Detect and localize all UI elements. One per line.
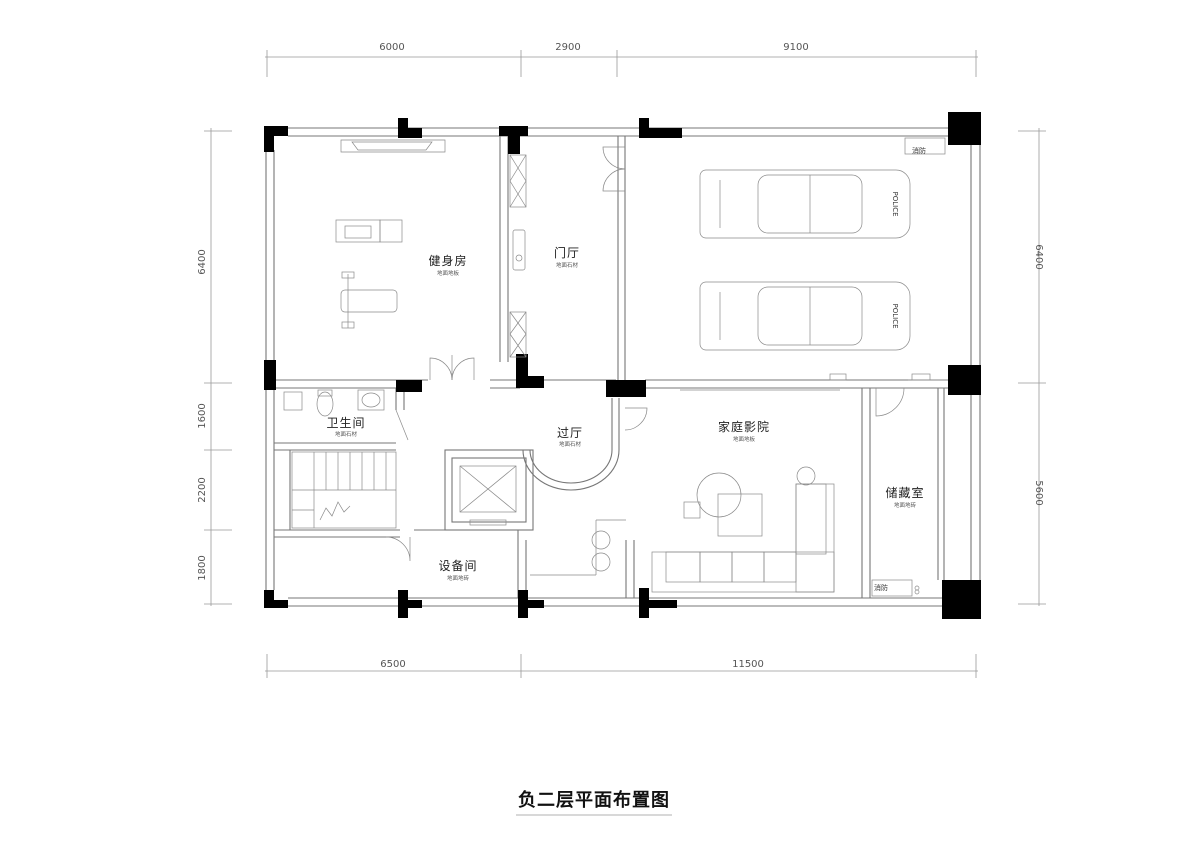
drawing-title: 负二层平面布置图 [518, 789, 670, 811]
room-storage-name: 储藏室 [885, 485, 924, 500]
fire-hydrants [829, 137, 946, 597]
room-foyer-name: 门厅 [554, 245, 580, 260]
room-equipment-name: 设备间 [438, 559, 477, 573]
room-storage-sub: 地面地砖 [894, 501, 917, 509]
room-bathroom-sub: 地面石材 [335, 430, 358, 438]
dim-right-2: 5600 [1033, 480, 1044, 505]
theater-furniture [591, 389, 840, 593]
stairs [291, 451, 397, 529]
dim-top-3: 9100 [783, 42, 808, 53]
elevator [459, 465, 517, 526]
car-bottom-label: POLICE [891, 303, 899, 328]
dim-top-2: 2900 [555, 42, 580, 53]
bathroom-fixtures [283, 389, 385, 417]
dim-left-2: 1600 [197, 403, 208, 428]
room-theater-name: 家庭影院 [718, 419, 770, 434]
room-foyer-sub: 地面石材 [556, 261, 579, 269]
dim-left-1: 6400 [197, 249, 208, 274]
car-top: POLICE [699, 169, 911, 239]
room-hall-name: 过厅 [557, 426, 583, 440]
gym-equipment [335, 139, 446, 329]
room-bathroom-name: 卫生间 [326, 416, 365, 430]
dim-bottom-2: 11500 [732, 659, 764, 670]
dimension-labels: 6000 2900 9100 6500 11500 6400 1600 2200… [197, 42, 1044, 670]
dim-top-1: 6000 [379, 42, 404, 53]
dim-left-4: 1800 [197, 555, 208, 580]
dim-bottom-1: 6500 [380, 659, 405, 670]
room-gym-name: 健身房 [428, 253, 467, 268]
doors [385, 146, 948, 562]
car-top-label: POLICE [891, 191, 899, 216]
fire-label-bottom: 消防 [874, 583, 888, 592]
walls [265, 127, 981, 607]
room-theater-sub: 地面地板 [733, 435, 756, 443]
hall-curved-wall [522, 398, 620, 491]
dim-left-3: 2200 [197, 477, 208, 502]
dim-right-1: 6400 [1033, 244, 1044, 269]
room-equipment-sub: 地面地砖 [447, 574, 470, 582]
dimension-lines [204, 50, 1046, 678]
car-bottom: POLICE [699, 281, 911, 351]
room-gym-sub: 地面地板 [437, 269, 460, 277]
room-hall-sub: 地面石材 [559, 440, 582, 448]
fire-label-top: 消防 [912, 146, 926, 155]
foyer-cabinets [509, 154, 527, 358]
structural-columns [264, 112, 981, 619]
